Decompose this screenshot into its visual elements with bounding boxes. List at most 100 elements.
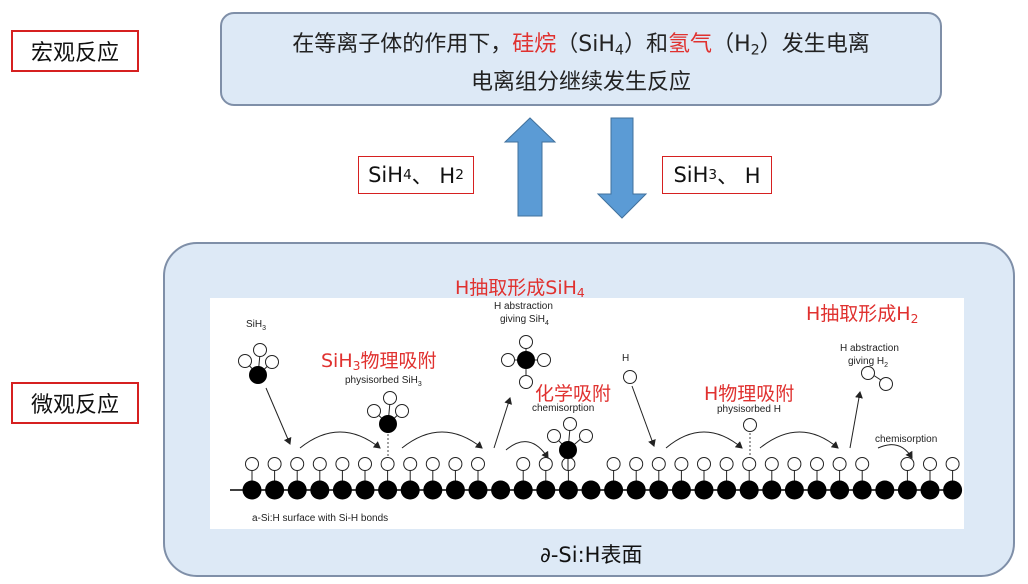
h-abstraction-label-a: H abstraction (494, 301, 553, 312)
text-segment: 在等离子体的作用下， (292, 32, 513, 57)
subscript: 4 (403, 167, 412, 183)
surface-h-atom (290, 457, 305, 471)
surface-si-atom (875, 480, 895, 500)
surface-h-atom (448, 457, 463, 471)
si-surface (230, 457, 963, 500)
sih3-label: SiH3 (246, 319, 266, 332)
surface-si-atom (671, 480, 691, 500)
surface-h-atom (855, 457, 870, 471)
text-segment: SiH (368, 163, 404, 187)
chemisorption-label: chemisorption (532, 403, 594, 414)
surface-si-atom (536, 480, 556, 500)
surface-h-atom (900, 457, 915, 471)
physisorbed-h-atom (743, 418, 757, 432)
up-arrow (503, 117, 557, 217)
surface-h-atom (651, 457, 666, 471)
surface-h-atom (335, 457, 350, 471)
h2-molecule (861, 366, 893, 391)
text-segment: （H (712, 32, 751, 57)
macro-description-line2: 电离组分继续发生反应 (470, 69, 691, 95)
surface-caption: ∂-Si:H表面 (540, 543, 643, 567)
physisorbed-sih3-label: physisorbed SiH3 (345, 375, 422, 388)
surface-h-atom (674, 457, 689, 471)
surface-h-atom (245, 457, 259, 471)
surface-reaction-figure: SiH3 physisorbed SiH3 H abstraction givi… (210, 298, 964, 529)
down-arrow (596, 117, 648, 219)
annotation-h-abstraction-sih4: H抽取形成SiH4 (455, 277, 585, 301)
surface-h-atom (810, 457, 824, 471)
macro-description-line1: 在等离子体的作用下，硅烷（SiH4）和氢气（H2）发生电离 (222, 29, 940, 67)
subscript: 2 (750, 42, 760, 59)
surface-si-atom (943, 480, 963, 500)
surface-si-atom (739, 480, 759, 500)
giving-h2-label: giving H2 (848, 356, 888, 369)
surface-si-atom (378, 480, 398, 500)
surface-h-atom (403, 457, 418, 471)
annotation-chemisorption: 化学吸附 (535, 383, 612, 405)
surface-si-atom (558, 480, 578, 500)
surface-h-atom (425, 457, 440, 471)
text-segment: ）和 (624, 32, 669, 57)
surface-si-atom (604, 480, 624, 500)
surface-si-atom (626, 480, 646, 500)
hydrogen-text: 氢气 (668, 32, 713, 57)
surface-h-atom (697, 457, 711, 471)
subscript: 3 (708, 167, 718, 183)
surface-diagram: SiH3 physisorbed SiH3 H abstraction givi… (230, 301, 963, 524)
surface-si-atom (400, 480, 420, 500)
surface-h-atom (923, 457, 937, 471)
macro-reaction-label: 宏观反应 (11, 30, 139, 72)
surface-h-atom (629, 457, 644, 471)
surface-si-atom (717, 480, 737, 500)
surface-h-atom (358, 457, 372, 471)
reaction-arrows (265, 385, 913, 459)
surface-si-atom (355, 480, 375, 500)
physisorbed-sih3-molecule (367, 391, 409, 456)
surface-si-atom (920, 480, 940, 500)
surface-h-atom (787, 457, 802, 471)
macro-description-box: 在等离子体的作用下，硅烷（SiH4）和氢气（H2）发生电离 电离组分继续发生反应 (220, 12, 942, 106)
surface-si-atom (310, 480, 330, 500)
annotation-h-abstraction-h2: H抽取形成H2 (806, 303, 919, 327)
surface-h-atom (267, 457, 282, 471)
surface-si-atom (332, 480, 352, 500)
surface-si-atom (423, 480, 443, 500)
subscript: 2 (455, 167, 464, 183)
surface-si-atom (468, 480, 488, 500)
micro-reaction-label: 微观反应 (11, 382, 139, 424)
surface-h-atom (764, 457, 779, 471)
annotation-sih3-physisorption: SiH3物理吸附 (321, 350, 437, 374)
surface-h-atom (832, 457, 847, 471)
surface-si-atom (694, 480, 714, 500)
surface-label: a-Si:H surface with Si-H bonds (252, 513, 388, 524)
surface-h-atom (312, 457, 327, 471)
surface-h-atom (380, 457, 395, 471)
surface-si-atom (897, 480, 917, 500)
exchange-arrows (503, 117, 648, 219)
surface-si-atom (491, 480, 511, 500)
giving-sih4-label: giving SiH4 (500, 314, 549, 327)
surface-si-atom (513, 480, 533, 500)
text-segment: ）发生电离 (759, 32, 870, 57)
h-label: H (622, 353, 629, 364)
surface-si-atom (287, 480, 307, 500)
surface-si-atom (807, 480, 827, 500)
sih3-molecule (238, 343, 279, 384)
surface-si-atom (762, 480, 782, 500)
sih4-molecule (501, 335, 551, 389)
silane-text: 硅烷 (512, 32, 557, 57)
text-segment: （SiH (556, 32, 615, 57)
surface-si-atom (784, 480, 804, 500)
text-segment: SiH (673, 163, 709, 187)
chemisorbed-sih3-molecule (547, 417, 593, 470)
surface-si-atom (265, 480, 285, 500)
surface-si-atom (581, 480, 601, 500)
surface-h-atom (471, 457, 485, 471)
surface-h-atom (538, 457, 553, 471)
annotation-h-physisorption: H物理吸附 (704, 383, 795, 405)
surface-h-atom (516, 457, 531, 471)
chemisorption-right-label: chemisorption (875, 434, 937, 445)
subscript: 4 (614, 42, 625, 59)
